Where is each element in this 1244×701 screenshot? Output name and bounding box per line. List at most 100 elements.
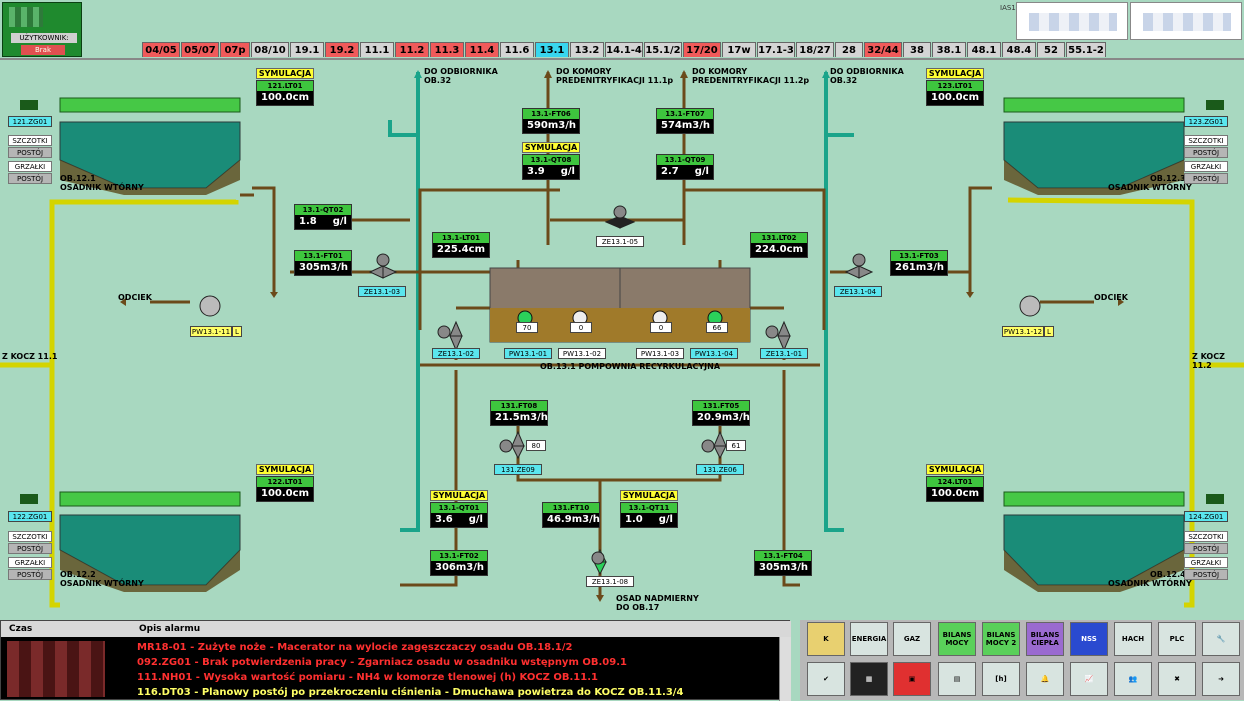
tab-19-2[interactable]: 19.2 <box>325 42 359 57</box>
mute-icon[interactable]: ✖ <box>1158 662 1196 696</box>
tab-38[interactable]: 38 <box>903 42 931 57</box>
tab-14-1-4[interactable]: 14.1-4 <box>605 42 643 57</box>
tab-19-1[interactable]: 19.1 <box>290 42 324 57</box>
tag-pw11[interactable]: PW13.1-11 <box>190 326 232 337</box>
szczotki-4-status[interactable]: POSTÓJ <box>1184 543 1228 554</box>
tag-ze02[interactable]: ZE13.1-02 <box>432 348 480 359</box>
alarm-row[interactable]: 092.ZG01 - Brak potwierdzenia pracy - Zg… <box>137 657 627 668</box>
szczotki-1-status[interactable]: POSTÓJ <box>8 147 52 158</box>
tag-ze05[interactable]: ZE13.1-05 <box>596 236 644 247</box>
tag-ze04[interactable]: ZE13.1-04 <box>834 286 882 297</box>
tab-11-1[interactable]: 11.1 <box>360 42 394 57</box>
bilans-ciepla-button[interactable]: BILANS CIEPŁA <box>1026 622 1064 656</box>
tab-08-10[interactable]: 08/10 <box>251 42 289 57</box>
tab-04-05[interactable]: 04/05 <box>142 42 180 57</box>
tab-52[interactable]: 52 <box>1037 42 1065 57</box>
tab-17w[interactable]: 17w <box>722 42 756 57</box>
tag-ze09[interactable]: 131.ZE09 <box>494 464 542 475</box>
tab-11-4[interactable]: 11.4 <box>465 42 499 57</box>
alarm-list-icon[interactable]: ▣ <box>893 662 931 696</box>
alarm-row[interactable]: 116.DT03 - Planowy postój po przekroczen… <box>137 687 684 698</box>
bell-icon[interactable]: 🔔 <box>1026 662 1064 696</box>
tab-05-07[interactable]: 05/07 <box>181 42 219 57</box>
tag-pw12[interactable]: PW13.1-12 <box>1002 326 1044 337</box>
nss-button[interactable]: NSS <box>1070 622 1108 656</box>
tab-18-27[interactable]: 18/27 <box>796 42 834 57</box>
hach-button[interactable]: HACH <box>1114 622 1152 656</box>
gaz-button[interactable]: GAZ <box>893 622 931 656</box>
tag-pw04[interactable]: PW13.1-04 <box>690 348 738 359</box>
tab-07p[interactable]: 07p <box>220 42 250 57</box>
szczotki-3-status[interactable]: POSTÓJ <box>1184 147 1228 158</box>
tab-11-6[interactable]: 11.6 <box>500 42 534 57</box>
trend-icon[interactable]: 📈 <box>1070 662 1108 696</box>
energia-button[interactable]: ENERGIA <box>850 622 888 656</box>
plc-button[interactable]: PLC <box>1158 622 1196 656</box>
h-button[interactable]: [h] <box>982 662 1020 696</box>
tag-ze03[interactable]: ZE13.1-03 <box>358 286 406 297</box>
bilans-mocy-button[interactable]: BILANS MOCY <box>938 622 976 656</box>
tab-55-1-2[interactable]: 55.1-2 <box>1066 42 1106 57</box>
sim-lt121: SYMULACJA <box>256 68 314 79</box>
tab-38-1[interactable]: 38.1 <box>932 42 966 57</box>
ack-icon[interactable]: ✔ <box>807 662 845 696</box>
tag-pw03[interactable]: PW13.1-03 <box>636 348 684 359</box>
alarm-row[interactable]: MR18-01 - Zużyte noże - Macerator na wyl… <box>137 642 573 653</box>
tab-17-1-3[interactable]: 17.1-3 <box>757 42 795 57</box>
tab-11-2[interactable]: 11.2 <box>395 42 429 57</box>
tab-11-3[interactable]: 11.3 <box>430 42 464 57</box>
tag-pw02[interactable]: PW13.1-02 <box>558 348 606 359</box>
users-icon[interactable]: 👥 <box>1114 662 1152 696</box>
grzalki-3-status[interactable]: POSTÓJ <box>1184 173 1228 184</box>
wrench-icon[interactable]: 🔧 <box>1202 622 1240 656</box>
user-panel[interactable]: UŻYTKOWNIK: Brak <box>2 2 82 57</box>
grzalki-4-status[interactable]: POSTÓJ <box>1184 569 1228 580</box>
tag-ze01[interactable]: ZE13.1-01 <box>760 348 808 359</box>
tab-32-44[interactable]: 32/44 <box>864 42 902 57</box>
tab-48-1[interactable]: 48.1 <box>967 42 1001 57</box>
grzalki-2-status[interactable]: POSTÓJ <box>8 569 52 580</box>
tag-121-zg01[interactable]: 121.ZG01 <box>8 116 52 127</box>
table-icon[interactable]: ▤ <box>938 662 976 696</box>
tab-28[interactable]: 28 <box>835 42 863 57</box>
tab-15-1-2[interactable]: 15.1/2 <box>644 42 682 57</box>
alarm-row[interactable]: 111.NH01 - Wysoka wartość pomiaru - NH4 … <box>137 672 598 683</box>
tab-13-2[interactable]: 13.2 <box>570 42 604 57</box>
tab-17-20[interactable]: 17/20 <box>683 42 721 57</box>
tag-124-zg01[interactable]: 124.ZG01 <box>1184 511 1228 522</box>
bilans-mocy-2-button[interactable]: BILANS MOCY 2 <box>982 622 1020 656</box>
k-button[interactable]: K <box>807 622 845 656</box>
grzalki-1-status[interactable]: POSTÓJ <box>8 173 52 184</box>
tag-pw01[interactable]: PW13.1-01 <box>504 348 552 359</box>
exit-icon[interactable]: ➜ <box>1202 662 1240 696</box>
tag-ze06[interactable]: 131.ZE06 <box>696 464 744 475</box>
alarm-scrollbar[interactable] <box>779 637 791 701</box>
tab-13-1[interactable]: 13.1 <box>535 42 569 57</box>
panel-icon[interactable]: ▦ <box>850 662 888 696</box>
tag-ze08[interactable]: ZE13.1-08 <box>586 576 634 587</box>
tag-122-zg01[interactable]: 122.ZG01 <box>8 511 52 522</box>
tag-123-zg01[interactable]: 123.ZG01 <box>1184 116 1228 127</box>
szczotki-2-status[interactable]: POSTÓJ <box>8 543 52 554</box>
tab-48-4[interactable]: 48.4 <box>1002 42 1036 57</box>
